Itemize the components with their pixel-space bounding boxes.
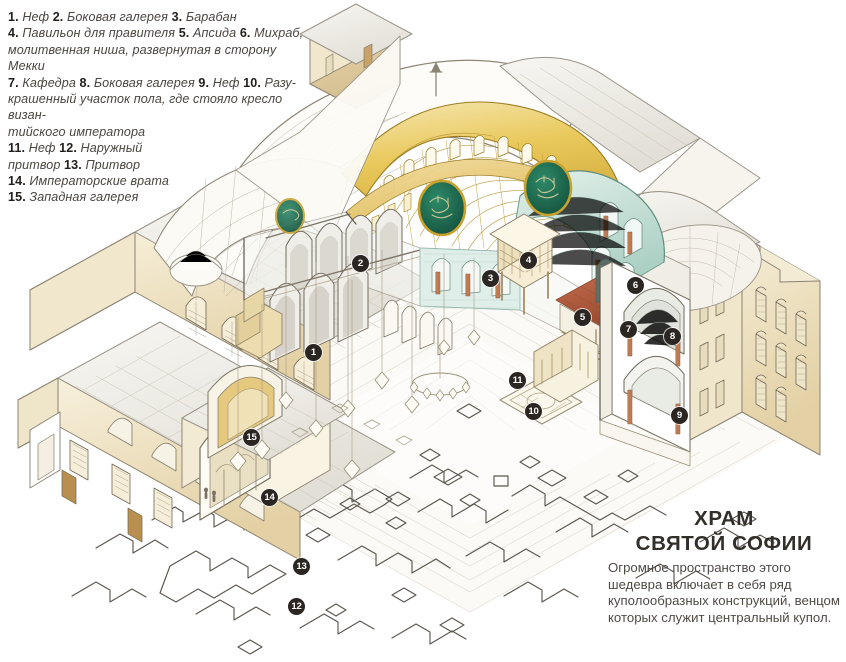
callout-marker-13[interactable]: 13: [293, 558, 310, 575]
legend-text: Кафедра: [22, 75, 80, 90]
legend-text: молитвенная ниша, развернутая в сторону …: [8, 42, 277, 74]
callout-marker-5[interactable]: 5: [574, 309, 591, 326]
legend-text: крашенный участок пола, где стояло кресл…: [8, 92, 283, 123]
legend-number: 11.: [8, 141, 29, 156]
legend-number: 1.: [8, 10, 23, 24]
legend-line-1: 1. Неф 2. Боковая галерея 3. Барабан: [8, 9, 308, 25]
legend-text: Наружный: [80, 141, 143, 156]
legend-text: Неф: [22, 10, 53, 24]
legend-text: Павильон для правителя: [22, 26, 179, 41]
caption-block: ХРАМ СВЯТОЙ СОФИИ Огромное пространство …: [608, 507, 840, 626]
legend-text: Апсида: [193, 26, 240, 41]
callout-marker-12[interactable]: 12: [288, 598, 305, 615]
legend-number: 8.: [79, 75, 94, 90]
callout-marker-7[interactable]: 7: [620, 321, 637, 338]
legend-line-6: тийского императора: [8, 124, 308, 140]
callout-marker-8[interactable]: 8: [664, 328, 681, 345]
legend-line-9: 14. Императорские врата: [8, 173, 308, 189]
callout-marker-3[interactable]: 3: [482, 270, 499, 287]
nave-furniture: [235, 287, 599, 403]
caption-body: Огромное пространство этого шедевра вклю…: [608, 560, 840, 625]
medallion-right: [523, 159, 573, 217]
callout-marker-1[interactable]: 1: [305, 344, 322, 361]
hanging-chandeliers: [229, 249, 481, 480]
legend-text: Притвор: [85, 157, 141, 172]
legend-number: 3.: [171, 10, 186, 24]
callout-marker-14[interactable]: 14: [261, 489, 278, 506]
cut-edges: [243, 211, 601, 421]
callout-marker-2[interactable]: 2: [352, 255, 369, 272]
legend-number: 9.: [198, 75, 213, 90]
callout-marker-9[interactable]: 9: [671, 407, 688, 424]
legend-text: Неф: [28, 141, 60, 156]
legend-text: Михраб,: [254, 26, 304, 41]
callout-marker-6[interactable]: 6: [627, 277, 644, 294]
legend-number: 10.: [243, 75, 265, 90]
medallion-far-left: [275, 198, 305, 234]
legend-number: 4.: [8, 26, 23, 41]
callout-marker-4[interactable]: 4: [520, 252, 537, 269]
legend-number: 5.: [178, 26, 194, 41]
calligraphic-medallions: [275, 159, 573, 237]
legend-text: Барабан: [185, 10, 237, 24]
legend-line-3: молитвенная ниша, развернутая в сторону …: [8, 42, 308, 75]
legend-number: 13.: [64, 157, 86, 172]
legend-text: Разу-: [264, 75, 297, 90]
caption-title-line2: СВЯТОЙ СОФИИ: [635, 531, 813, 555]
legend-number: 2.: [52, 10, 68, 24]
legend-number: 12.: [59, 141, 81, 156]
legend-text: тийского императора: [8, 124, 146, 139]
legend-line-7: 11. Неф 12. Наружный: [8, 140, 308, 156]
legend-text: Боковая галерея: [67, 10, 172, 24]
callout-marker-10[interactable]: 10: [525, 403, 542, 420]
legend-number: 6.: [239, 26, 255, 41]
west-gallery: [207, 365, 283, 459]
callout-marker-15[interactable]: 15: [243, 429, 260, 446]
legend-line-5: крашенный участок пола, где стояло кресл…: [8, 91, 308, 124]
chandelier-ring: [409, 343, 471, 402]
legend-number: 15.: [8, 190, 30, 205]
legend-text: Императорские врата: [29, 174, 169, 189]
legend-text: Боковая галерея: [93, 75, 199, 90]
upper-roofs: [235, 3, 761, 241]
legend-line-10: 15. Западная галерея: [8, 189, 308, 205]
legend-number: 7.: [8, 75, 23, 90]
legend-line-8: притвор 13. Притвор: [8, 157, 308, 173]
legend-number: 14.: [8, 174, 30, 189]
caption-title-line1: ХРАМ: [694, 507, 754, 530]
floor-column-bases: [291, 403, 413, 446]
callout-marker-11[interactable]: 11: [509, 372, 526, 389]
legend-text: притвор: [8, 157, 65, 172]
legend-line-2: 4. Павильон для правителя 5. Апсида 6. М…: [8, 25, 308, 41]
minor-domes: [169, 250, 223, 287]
legend-text: Западная галерея: [29, 190, 139, 205]
medallion-left: [417, 179, 467, 237]
central-dome: [153, 59, 627, 301]
legend-text: Неф: [212, 75, 244, 90]
legend-line-4: 7. Кафедра 8. Боковая галерея 9. Неф 10.…: [8, 75, 308, 91]
